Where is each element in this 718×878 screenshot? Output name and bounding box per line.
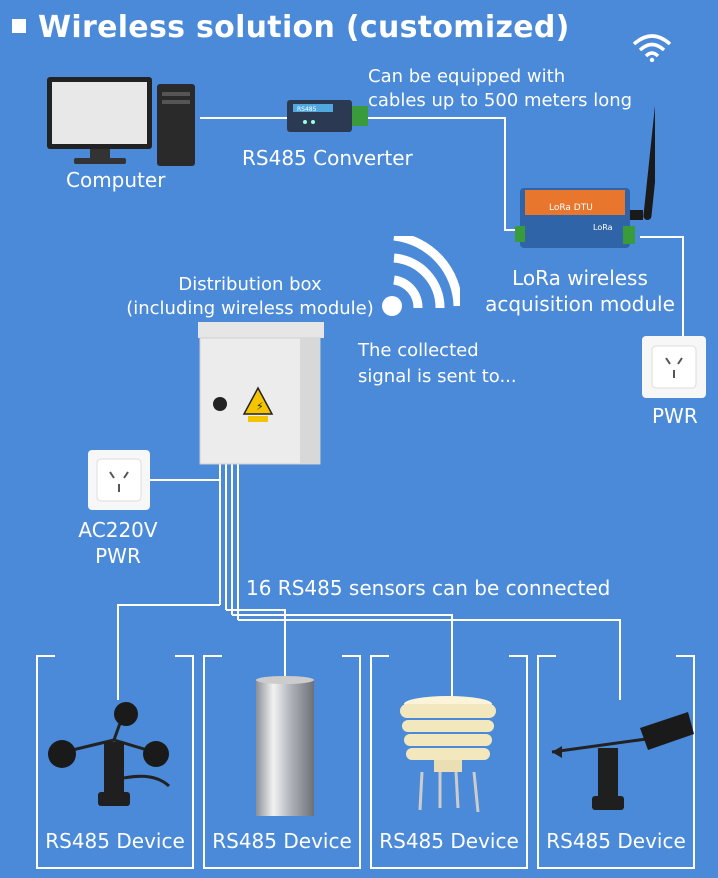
computer-label: Computer — [66, 168, 166, 192]
lora-label-line2: acquisition module — [485, 292, 675, 316]
rain-gauge-icon — [256, 676, 314, 816]
distribution-box-icon: ⚡ — [198, 322, 324, 465]
lora-port-text: LoRa — [593, 223, 613, 232]
cable-note-line2: cables up to 500 meters long — [368, 90, 633, 111]
cable-note-line1: Can be equipped with — [368, 66, 566, 87]
lora-label-line1: LoRa wireless — [512, 266, 648, 290]
anemometer-icon — [48, 702, 171, 806]
wind-vane-icon — [551, 712, 694, 810]
svg-text:⚡: ⚡ — [256, 400, 264, 413]
device-label: RS485 Device — [546, 829, 686, 853]
device-label: RS485 Device — [212, 829, 352, 853]
device-label: RS485 Device — [379, 829, 519, 853]
computer-icon — [47, 77, 195, 166]
pwr-left-line2: PWR — [95, 544, 141, 568]
distribution-box-label-line1: Distribution box — [178, 274, 322, 295]
bullet-square — [12, 18, 26, 33]
lora-device-text: LoRa DTU — [549, 203, 593, 213]
lora-module-icon: LoRa DTU LoRa — [515, 60, 655, 248]
wifi-icon — [632, 34, 672, 62]
pwr-left-line1: AC220V — [78, 518, 158, 542]
pwr-right-label: PWR — [652, 404, 698, 428]
page-title: Wireless solution (customized) — [12, 10, 570, 45]
distribution-box-label-line2: (including wireless module) — [126, 298, 374, 319]
wireless-signal-icon — [382, 236, 460, 316]
rs485-converter-icon: RS485 — [287, 100, 368, 132]
signal-note-line1: The collected — [358, 340, 479, 361]
radiation-shield-icon — [400, 696, 496, 813]
sensors-note: 16 RS485 sensors can be connected — [246, 576, 611, 600]
converter-device-text: RS485 — [297, 106, 317, 113]
power-socket-left-icon — [88, 450, 150, 510]
power-socket-right-icon — [642, 336, 706, 398]
signal-note-line2: signal is sent to... — [358, 366, 517, 387]
device-label: RS485 Device — [45, 829, 185, 853]
converter-label: RS485 Converter — [242, 146, 413, 170]
